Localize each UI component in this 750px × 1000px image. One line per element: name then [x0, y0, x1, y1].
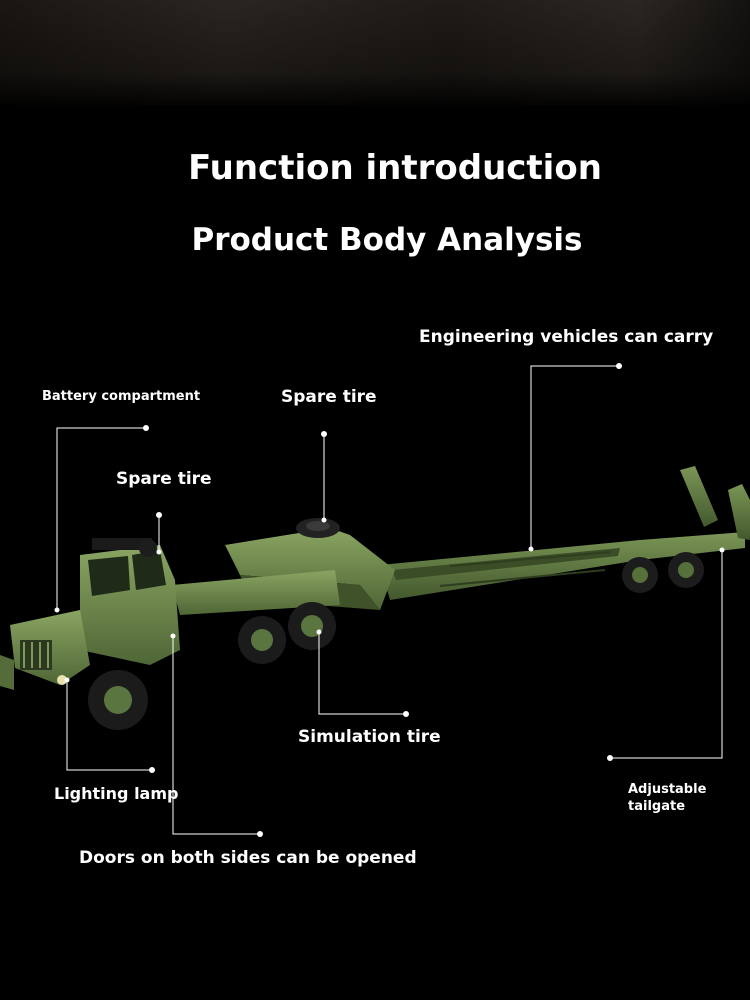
- label-simulation-tire: Simulation tire: [298, 727, 441, 747]
- page-title: Function introduction: [188, 148, 602, 188]
- trailer-wheels: [622, 552, 704, 593]
- top-band-shade: [0, 0, 750, 105]
- label-doors: Doors on both sides can be opened: [79, 848, 417, 868]
- label-battery-compartment: Battery compartment: [42, 389, 201, 404]
- leader-lines: [56, 365, 723, 835]
- tractor-body: [0, 538, 340, 690]
- spare-tire-gooseneck: [296, 518, 340, 538]
- label-lighting-lamp: Lighting lamp: [54, 784, 179, 803]
- label-spare-tire-cab: Spare tire: [116, 469, 212, 489]
- label-tailgate-line2: tailgate: [628, 799, 686, 814]
- leader-engineering: [530, 365, 619, 549]
- leader-tailgate: [610, 550, 723, 759]
- leader-lighting: [66, 680, 152, 771]
- leader-doors: [172, 636, 260, 835]
- label-engineering-vehicles: Engineering vehicles can carry: [419, 327, 714, 347]
- label-spare-tire-top: Spare tire: [281, 387, 377, 407]
- leader-dots: [54, 363, 725, 837]
- tractor-wheels: [88, 602, 336, 730]
- label-tailgate-line1: Adjustable: [628, 782, 707, 797]
- truck-illustration: [0, 363, 750, 837]
- page-subtitle: Product Body Analysis: [191, 222, 583, 258]
- tailgate-ramps: [680, 466, 750, 540]
- leader-simulation: [318, 632, 406, 715]
- leader-battery: [56, 427, 146, 610]
- trailer-frame: [380, 532, 745, 600]
